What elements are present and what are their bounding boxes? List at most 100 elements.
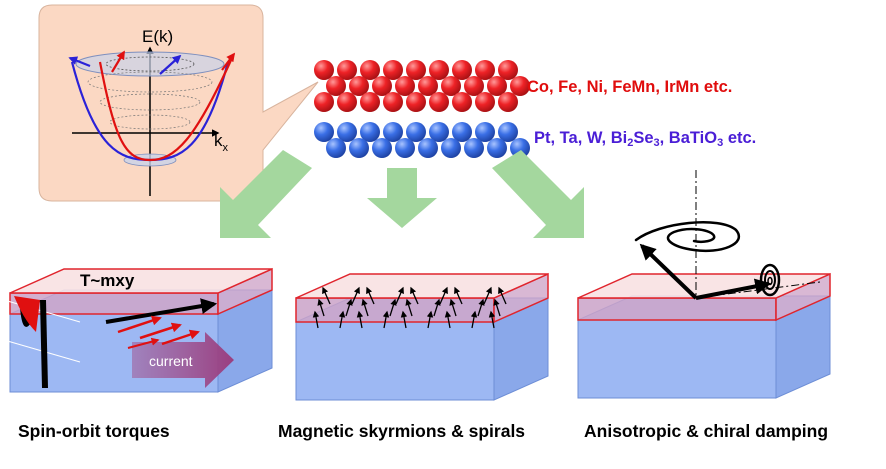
magnetization-arrow — [105, 298, 218, 324]
skyrmion-spin-arrow — [426, 310, 434, 329]
blue-atom — [395, 138, 415, 158]
profile-red — [14, 296, 40, 332]
blue-atom — [475, 122, 495, 142]
green-arrow-center — [367, 168, 437, 228]
skyrmion-spin-arrow — [361, 298, 369, 317]
fermi-contour-inner — [105, 56, 195, 72]
red-atom — [498, 92, 518, 112]
skyrmion-spin-arrow — [317, 298, 325, 317]
dotted-contour — [99, 93, 201, 111]
panel-skyrmions — [295, 272, 549, 401]
red-atom — [452, 60, 472, 80]
red-band-arrow-right — [221, 52, 236, 71]
skyrmion-spin-arrow — [322, 286, 331, 305]
red-atom — [498, 60, 518, 80]
skyrmion-spin-arrows — [312, 286, 507, 329]
spin-arrow — [139, 322, 182, 340]
red-atom — [452, 92, 472, 112]
fermi-contour-top — [75, 51, 225, 77]
blue-atom — [441, 138, 461, 158]
blue-atom — [487, 138, 507, 158]
blue-atom — [498, 122, 518, 142]
band-structure-inset: E(k) kx — [38, 4, 319, 202]
skyrmion-spin-arrow — [345, 298, 353, 317]
green-arrow-right — [492, 150, 584, 238]
blue-atom — [510, 138, 530, 158]
skyrmion-spin-arrow — [444, 310, 452, 329]
caption-skyrmions: Magnetic skyrmions & spirals — [278, 421, 526, 441]
green-arrows — [220, 150, 584, 238]
magnetization-arrow-right — [695, 278, 772, 300]
skyrmion-spin-arrow — [405, 298, 413, 317]
skyrmion-spin-arrow — [483, 286, 492, 305]
dotted-contour — [87, 71, 213, 93]
red-atom — [464, 76, 484, 96]
skyrmion-spin-arrow — [439, 286, 448, 305]
caption-spin-orbit-torques: Spin-orbit torques — [18, 421, 170, 441]
red-atom — [441, 76, 461, 96]
blue-atom — [429, 122, 449, 142]
current-label: current — [149, 353, 193, 369]
red-atom — [418, 76, 438, 96]
red-atom — [475, 60, 495, 80]
blue-atom — [418, 138, 438, 158]
red-atom — [337, 60, 357, 80]
blue-band-arrow-left — [68, 56, 91, 68]
skyrmion-spin-arrow — [400, 310, 408, 329]
red-atom — [360, 60, 380, 80]
skyrmion-spin-arrow — [498, 286, 507, 305]
kx-axis-label: kx — [214, 131, 229, 154]
spin-arrow — [127, 337, 160, 349]
atom-lattice — [314, 60, 530, 158]
red-slab-front — [577, 297, 777, 321]
red-atom — [314, 92, 334, 112]
blue-atom — [372, 138, 392, 158]
blue-atom — [360, 122, 380, 142]
blue-atom — [314, 122, 334, 142]
blue-slab-front — [577, 319, 777, 399]
red-band — [98, 57, 234, 162]
red-atom — [372, 76, 392, 96]
skyrmion-spin-arrow — [312, 310, 320, 329]
panel-chiral-damping — [577, 170, 831, 399]
precession-spiral-large — [634, 221, 740, 253]
skyrmion-spin-arrow — [410, 286, 419, 305]
red-band-arrow-left — [111, 50, 125, 73]
dotted-contour — [109, 114, 191, 130]
red-atom — [360, 92, 380, 112]
caption-chiral-damping: Anisotropic & chiral damping — [584, 421, 829, 441]
green-arrow-left — [220, 150, 312, 238]
red-atom — [337, 92, 357, 112]
blue-atom — [464, 138, 484, 158]
skyrmion-spin-arrow — [395, 286, 404, 305]
red-atom — [406, 92, 426, 112]
blue-atom — [349, 138, 369, 158]
ferromagnet-materials: Co, Fe, Ni, FeMn, IrMn etc. — [527, 78, 733, 96]
energy-axis-label: E(k) — [142, 27, 173, 46]
panel-spin-orbit-torques: current T~mxy — [3, 267, 273, 393]
heavy-metal-materials: Pt, Ta, W, Bi2Se3, BaTiO3 etc. — [534, 129, 757, 149]
red-atom — [349, 76, 369, 96]
red-atom — [429, 92, 449, 112]
red-atom — [510, 76, 530, 96]
skyrmion-spin-arrow — [470, 310, 478, 329]
skyrmion-spin-arrow — [366, 286, 375, 305]
red-atom — [475, 92, 495, 112]
blue-atom — [452, 122, 472, 142]
blue-atom — [337, 122, 357, 142]
skyrmion-spin-arrow — [493, 298, 501, 317]
torque-label: T~mxy — [80, 271, 135, 290]
skyrmion-spin-arrow — [356, 310, 364, 329]
spin-arrow — [161, 329, 200, 346]
red-atom — [395, 76, 415, 96]
skyrmion-spin-arrow — [454, 286, 463, 305]
red-atom — [406, 60, 426, 80]
spin-arrow — [117, 315, 162, 334]
red-slab-top — [9, 268, 273, 294]
blue-slab-front — [295, 321, 495, 401]
skyrmion-spin-arrow — [351, 286, 360, 305]
red-atom — [314, 60, 334, 80]
magnetization-arrow-up — [639, 243, 698, 300]
skyrmion-spin-arrow — [488, 310, 496, 329]
